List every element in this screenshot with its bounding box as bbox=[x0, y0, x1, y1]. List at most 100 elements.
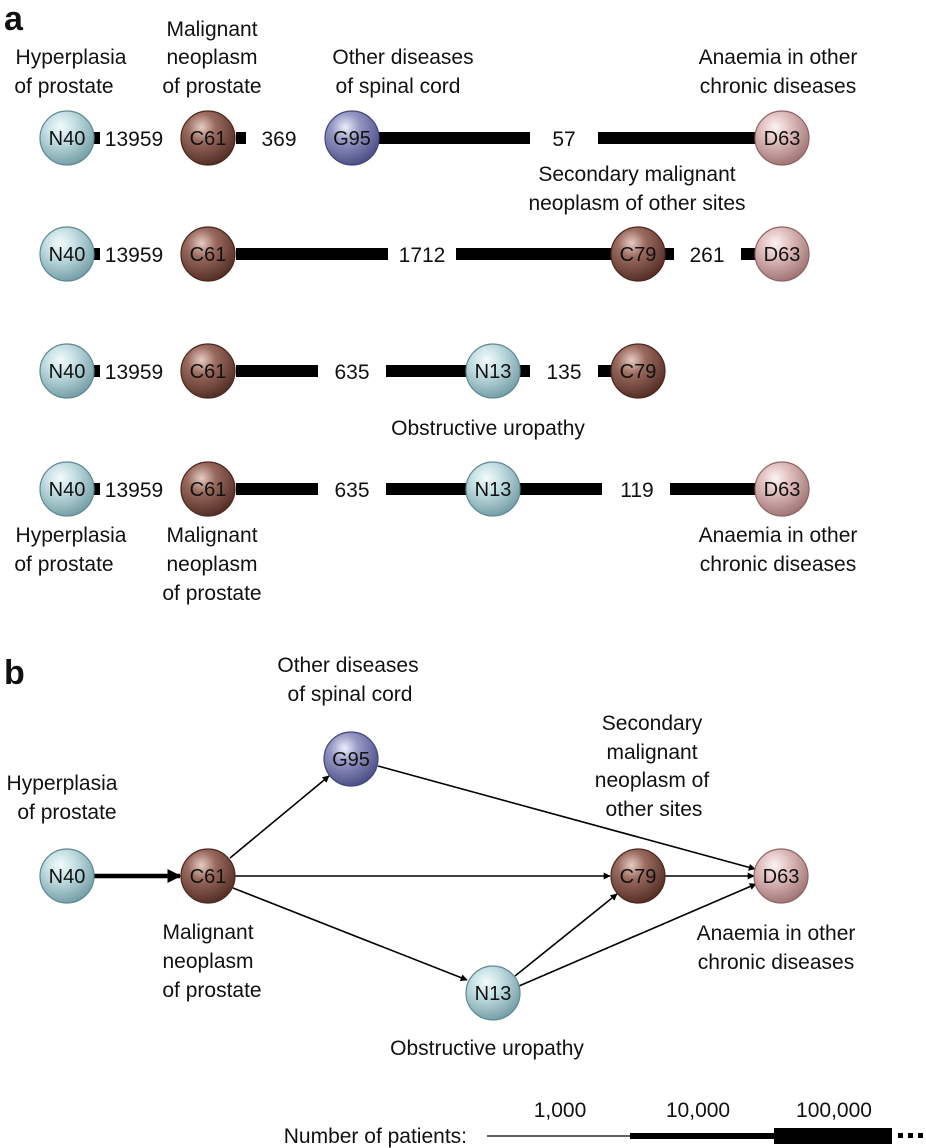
svg-text:N13: N13 bbox=[475, 983, 512, 1005]
count-label: 13959 bbox=[105, 244, 163, 267]
svg-text:N40: N40 bbox=[49, 128, 86, 150]
count-label: 135 bbox=[546, 361, 581, 384]
label-b-spinal-line2: of spinal cord bbox=[288, 683, 413, 706]
bar-segment bbox=[94, 132, 100, 144]
label-b-obstructive: Obstructive uropathy bbox=[390, 1037, 584, 1060]
bar-segment bbox=[94, 248, 100, 260]
node-d63: D63 bbox=[754, 461, 810, 517]
node-c61: C61 bbox=[180, 461, 236, 517]
label-hyperplasia-line2: of prostate bbox=[14, 75, 113, 98]
label-b-secondary-line3: neoplasm of bbox=[595, 769, 710, 792]
label-secondary-line1: Secondary malignant bbox=[538, 163, 735, 186]
label-secondary-line2: neoplasm of other sites bbox=[528, 192, 745, 215]
label-spinal-line1: Other diseases bbox=[332, 46, 473, 69]
label-malignant-line3: of prostate bbox=[162, 75, 261, 98]
label-spinal-line2: of spinal cord bbox=[336, 75, 461, 98]
node-b-c61: C61 bbox=[180, 848, 236, 904]
svg-text:N40: N40 bbox=[49, 361, 86, 383]
legend-tick-1000: 1,000 bbox=[534, 1099, 587, 1122]
legend-line-medium bbox=[630, 1133, 774, 1139]
label-anaemia-line2: chronic diseases bbox=[700, 75, 856, 98]
label-b-secondary-line4: other sites bbox=[606, 798, 703, 821]
svg-text:C61: C61 bbox=[190, 361, 227, 383]
svg-text:N13: N13 bbox=[475, 361, 512, 383]
edge-c61-n13 bbox=[232, 887, 468, 981]
node-n13: N13 bbox=[465, 461, 521, 517]
legend-tick-100000: 100,000 bbox=[796, 1099, 872, 1122]
legend-title: Number of patients: bbox=[284, 1125, 467, 1148]
trajectory-row-2: 13959 1712 261 N40 C61 C79 D63 bbox=[39, 226, 810, 282]
svg-text:D63: D63 bbox=[763, 866, 800, 888]
svg-text:D63: D63 bbox=[764, 244, 801, 266]
node-c61: C61 bbox=[180, 110, 236, 166]
edge-n13-d63 bbox=[518, 883, 757, 987]
legend: Number of patients: 1,000 10,000 100,000 bbox=[284, 1099, 923, 1148]
label-anaemia-bottom-line1: Anaemia in other bbox=[699, 524, 858, 547]
bar-segment bbox=[94, 365, 100, 377]
count-label: 119 bbox=[620, 479, 653, 502]
trajectory-row-1: 13959 369 57 N40 C61 G95 D63 bbox=[39, 110, 810, 166]
svg-text:N40: N40 bbox=[49, 479, 86, 501]
label-malignant-bottom-line3: of prostate bbox=[162, 582, 261, 605]
svg-text:C61: C61 bbox=[190, 866, 227, 888]
svg-text:D63: D63 bbox=[764, 479, 801, 501]
trajectory-row-3: 13959 635 135 N40 C61 N13 C79 bbox=[39, 343, 666, 399]
label-anaemia-bottom-line2: chronic diseases bbox=[700, 553, 856, 576]
label-b-hyperplasia-line2: of prostate bbox=[17, 801, 116, 824]
bar-segment bbox=[664, 248, 674, 260]
svg-text:D63: D63 bbox=[764, 128, 801, 150]
node-b-n13: N13 bbox=[465, 965, 521, 1021]
bar-segment bbox=[378, 132, 530, 144]
label-b-malignant-line2: neoplasm bbox=[162, 950, 253, 973]
label-b-malignant-line1: Malignant bbox=[162, 921, 253, 944]
bar-segment bbox=[670, 483, 756, 495]
label-b-anaemia-line2: chronic diseases bbox=[698, 951, 854, 974]
svg-text:C79: C79 bbox=[620, 361, 657, 383]
node-c61: C61 bbox=[180, 226, 236, 282]
node-c79: C79 bbox=[610, 226, 666, 282]
node-c79: C79 bbox=[610, 343, 666, 399]
node-b-g95: G95 bbox=[323, 731, 379, 787]
label-malignant-bottom-line2: neoplasm bbox=[166, 553, 257, 576]
bar-segment bbox=[741, 248, 756, 260]
node-d63: D63 bbox=[754, 226, 810, 282]
svg-text:C61: C61 bbox=[190, 128, 227, 150]
edge-c61-g95 bbox=[229, 775, 330, 859]
node-n13: N13 bbox=[465, 343, 521, 399]
panel-a-letter: a bbox=[4, 0, 24, 38]
count-label: 635 bbox=[334, 361, 369, 384]
svg-text:C79: C79 bbox=[620, 866, 657, 888]
node-c61: C61 bbox=[180, 343, 236, 399]
label-malignant-line1: Malignant bbox=[166, 18, 257, 41]
trajectory-row-4: 13959 635 119 N40 C61 N13 D63 bbox=[39, 461, 810, 517]
svg-text:G95: G95 bbox=[332, 749, 370, 771]
svg-text:N40: N40 bbox=[49, 866, 86, 888]
legend-dot bbox=[918, 1133, 923, 1138]
svg-text:G95: G95 bbox=[333, 128, 371, 150]
svg-text:C61: C61 bbox=[190, 479, 227, 501]
svg-text:N13: N13 bbox=[475, 479, 512, 501]
count-label: 369 bbox=[261, 128, 296, 151]
label-malignant-bottom-line1: Malignant bbox=[166, 524, 257, 547]
legend-line-thick bbox=[774, 1128, 892, 1144]
bar-segment bbox=[386, 365, 466, 377]
label-anaemia-line1: Anaemia in other bbox=[699, 46, 858, 69]
bar-segment bbox=[94, 483, 100, 495]
edge-n13-c79 bbox=[514, 893, 618, 977]
legend-tick-10000: 10,000 bbox=[666, 1099, 730, 1122]
panel-b-letter: b bbox=[4, 654, 25, 692]
label-b-secondary-line2: malignant bbox=[606, 741, 697, 764]
count-label: 57 bbox=[552, 128, 575, 151]
label-b-anaemia-line1: Anaemia in other bbox=[697, 922, 856, 945]
node-b-c79: C79 bbox=[610, 848, 666, 904]
node-b-n40: N40 bbox=[39, 848, 95, 904]
count-label: 13959 bbox=[105, 128, 163, 151]
bar-segment bbox=[520, 483, 602, 495]
svg-text:N40: N40 bbox=[49, 244, 86, 266]
bar-segment bbox=[598, 132, 756, 144]
label-obstructive: Obstructive uropathy bbox=[391, 417, 585, 440]
node-n40: N40 bbox=[39, 226, 95, 282]
bar-segment bbox=[386, 483, 466, 495]
label-b-hyperplasia-line1: Hyperplasia bbox=[7, 772, 118, 795]
